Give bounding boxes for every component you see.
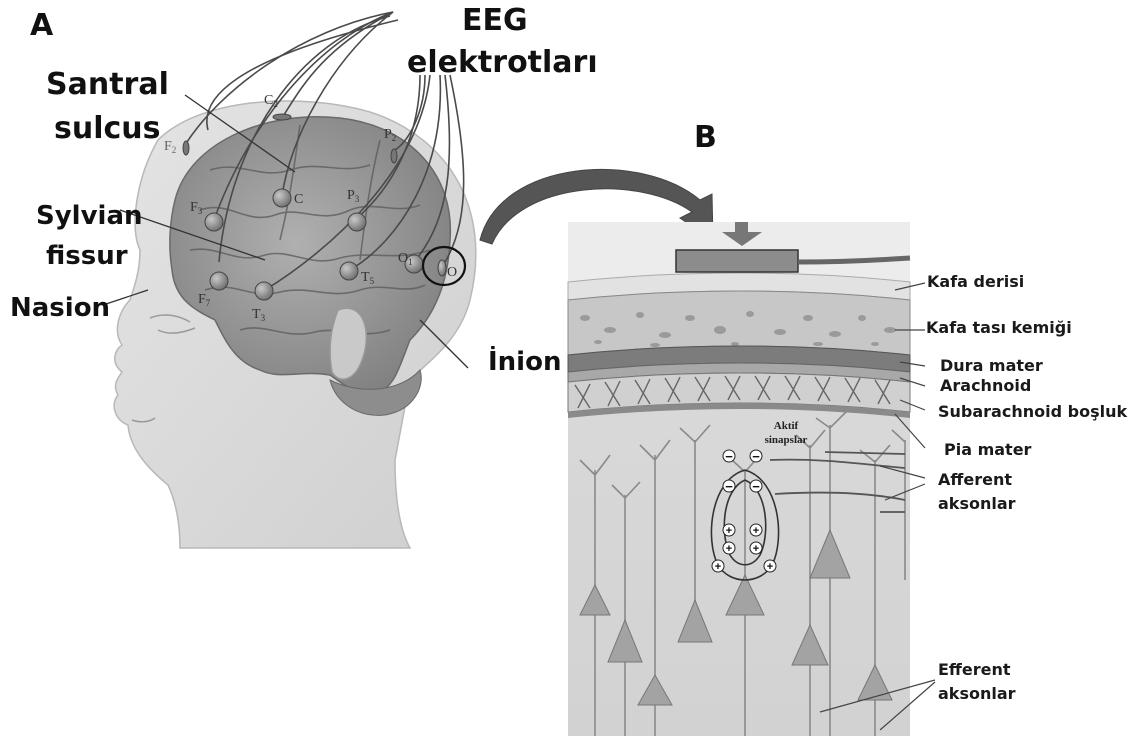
charge-sign: −	[725, 479, 733, 494]
charge-sign: +	[726, 543, 732, 555]
charge-sign: +	[767, 561, 773, 573]
charge-sign: +	[726, 525, 732, 537]
charge-sign: +	[753, 543, 759, 555]
synapse-label-line1: Aktif	[774, 420, 799, 432]
afferent-label-line2: aksonlar	[938, 494, 1016, 514]
electrode-label: O	[447, 265, 457, 280]
charge-sign: +	[715, 561, 721, 573]
charge-sign: +	[753, 525, 759, 537]
electrode-label: C	[294, 192, 303, 207]
panel-b-label: B	[694, 120, 717, 155]
electrode-dot	[348, 213, 366, 231]
dura-label: Dura mater	[940, 356, 1043, 376]
electrode-dot	[205, 213, 223, 231]
pia-label: Pia mater	[944, 440, 1031, 460]
electrode-dot	[210, 272, 228, 290]
cortex-section: − − − − + + + + + + Aktif sinapslar	[568, 222, 910, 736]
charge-sign: −	[752, 449, 760, 464]
synapse-label-line2: sinapslar	[765, 434, 808, 446]
inion-label: İnion	[488, 346, 561, 378]
charge-sign: −	[725, 449, 733, 464]
skull-label: Kafa tası kemiği	[926, 318, 1072, 338]
sylvian-label-line1: Sylvian	[36, 200, 143, 232]
charge-sign: −	[752, 479, 760, 494]
electrode-dot	[183, 141, 189, 155]
electrode-dot	[340, 262, 358, 280]
head-drawing	[114, 101, 476, 548]
efferent-label-line1: Efferent	[938, 660, 1011, 680]
arachnoid-label: Arachnoid	[940, 376, 1031, 396]
electrode-dot	[438, 260, 446, 276]
nasion-label: Nasion	[10, 292, 110, 324]
eeg-label-line1: EEG	[462, 2, 528, 40]
panel-a-label: A	[30, 8, 53, 43]
electrode-dot	[255, 282, 273, 300]
subarachnoid-label: Subarachnoid boşluk	[938, 402, 1127, 422]
eeg-label-line2: elektrotları	[407, 44, 598, 82]
efferent-label-line2: aksonlar	[938, 684, 1016, 704]
electrode-dot	[273, 114, 291, 120]
electrode-label: C2	[264, 93, 278, 109]
sylvian-label-line2: fissur	[46, 240, 128, 272]
santral-label-line2: sulcus	[54, 110, 161, 148]
electrode-dot	[273, 189, 291, 207]
santral-label-line1: Santral	[46, 66, 169, 104]
afferent-label-line1: Afferent	[938, 470, 1012, 490]
scalp-label: Kafa derisi	[927, 272, 1024, 292]
electrode-pad	[676, 250, 798, 272]
electrode-dot	[391, 149, 397, 163]
